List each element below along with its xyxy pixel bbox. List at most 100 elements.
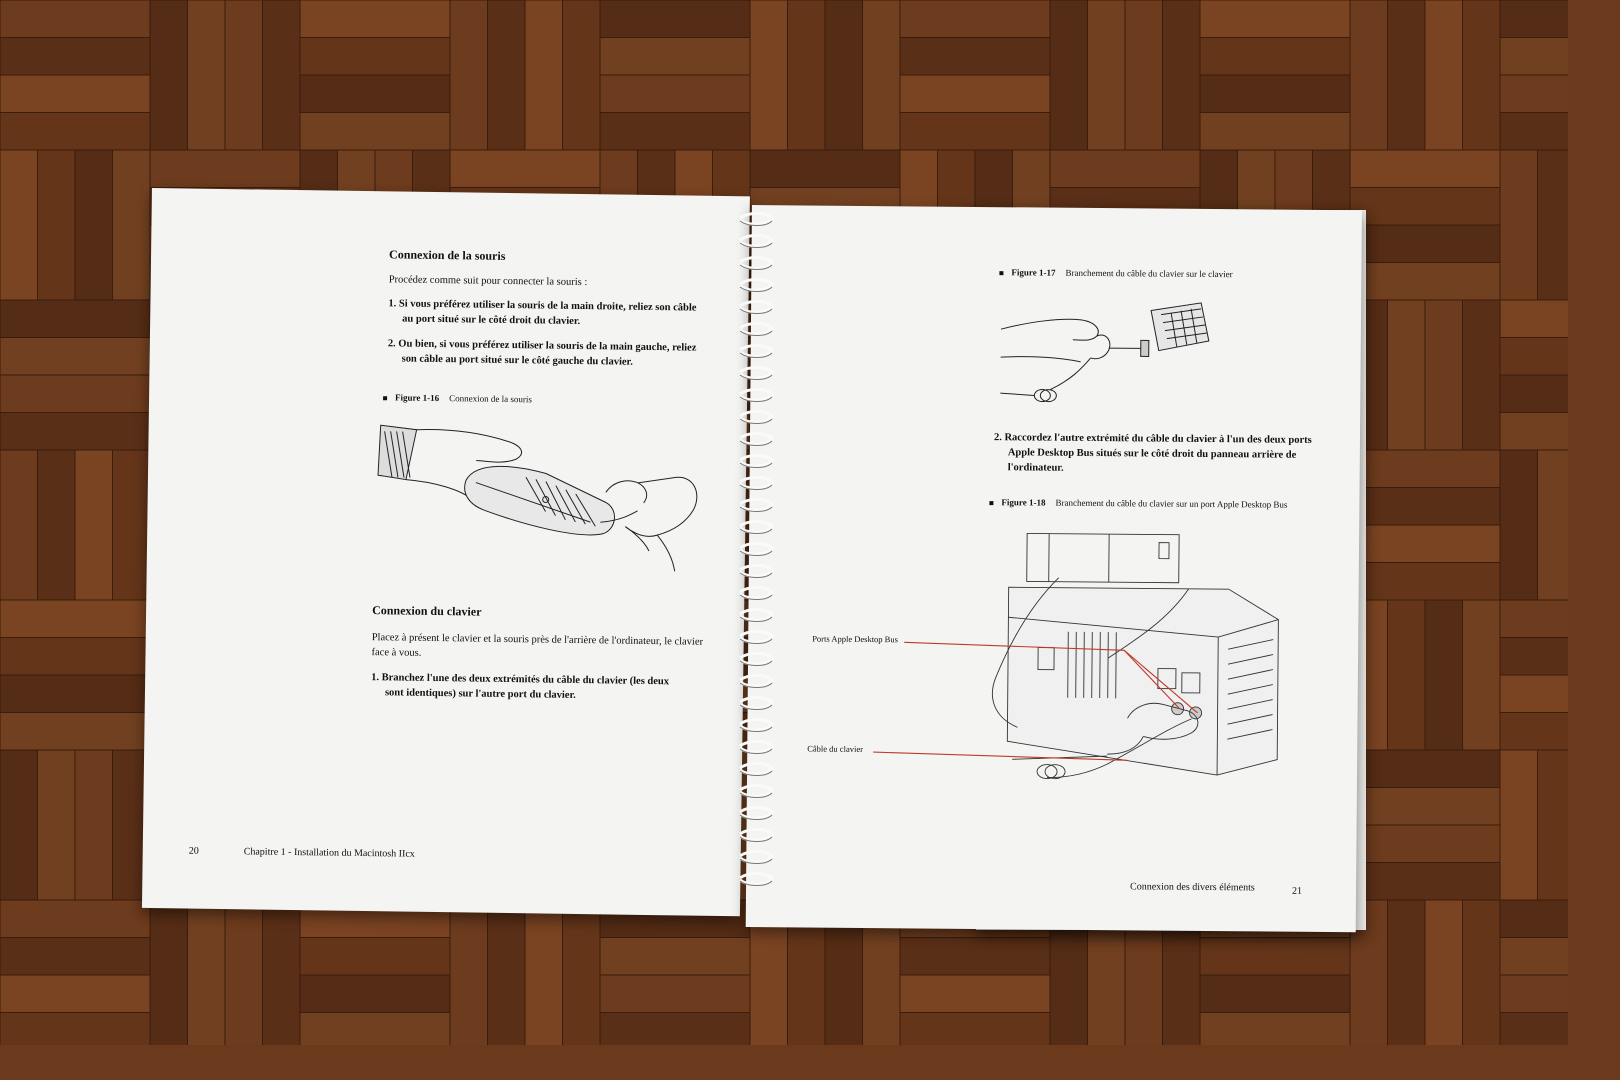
bullet-square-icon — [999, 271, 1004, 276]
floor-board — [899, 1012, 1051, 1045]
mouse-connection-illustration — [377, 424, 698, 572]
floor-board — [149, 899, 188, 1045]
floor-board — [599, 0, 751, 38]
floor-board — [262, 899, 301, 1045]
spiral-coil-shadow — [739, 682, 773, 688]
floor-board — [1499, 37, 1568, 76]
spiral-coil-shadow — [739, 308, 773, 314]
floor-board — [749, 0, 788, 151]
floor-board — [562, 0, 601, 151]
floor-board — [1499, 749, 1538, 901]
spiral-coil — [739, 828, 774, 842]
spiral-coil-shadow — [739, 814, 773, 820]
floor-board — [1199, 974, 1351, 1013]
floor-board — [1349, 487, 1501, 526]
floor-board — [0, 74, 151, 113]
spiral-coil-shadow — [739, 330, 773, 336]
floor-board — [1499, 299, 1568, 338]
floor-board — [1499, 637, 1568, 676]
floor-board — [1199, 1012, 1351, 1045]
floor-board — [1537, 149, 1568, 301]
floor-board — [0, 412, 151, 451]
spiral-coil — [739, 740, 774, 754]
floor-board — [1499, 149, 1538, 301]
spiral-coil — [739, 806, 774, 820]
section-title-keyboard: Connexion du clavier — [372, 603, 482, 619]
floor-board — [1349, 862, 1501, 901]
floor-board — [0, 749, 38, 901]
spiral-coil-shadow — [739, 748, 773, 754]
bullet-square-icon — [383, 396, 388, 401]
floor-board — [1162, 0, 1201, 151]
spiral-coil-shadow — [739, 858, 773, 864]
floor-board — [1387, 899, 1426, 1045]
spiral-coil — [739, 762, 774, 776]
floor-board — [262, 0, 301, 151]
spiral-coil — [739, 696, 774, 710]
spiral-coil — [739, 520, 774, 534]
floor-board — [1462, 299, 1501, 451]
spiral-coil — [739, 388, 774, 402]
floor-board — [1349, 449, 1501, 488]
floor-board — [0, 112, 151, 151]
floor-board — [37, 149, 76, 301]
floor-board — [0, 899, 151, 938]
floor-board — [1499, 1012, 1568, 1045]
spiral-coil — [739, 278, 774, 292]
adb-port-illustration — [873, 532, 1279, 780]
spiral-coil-shadow — [739, 594, 773, 600]
spiral-coil — [739, 718, 774, 732]
floor-board — [224, 0, 263, 151]
floor-board — [0, 37, 151, 76]
floor-board — [1499, 449, 1538, 601]
spiral-coil — [739, 652, 774, 666]
spiral-coil — [739, 300, 774, 314]
spiral-coil-shadow — [739, 528, 773, 534]
spiral-coil — [739, 630, 774, 644]
keyboard-step-1-line-2: sont identiques) sur l'autre port du cla… — [384, 687, 576, 701]
spiral-coil-shadow — [739, 770, 773, 776]
spiral-coil — [739, 542, 774, 556]
spiral-coil — [739, 476, 774, 490]
floor-board — [1499, 412, 1568, 451]
floor-board — [1199, 0, 1351, 38]
floor-board — [599, 1012, 751, 1045]
step-2-line-1: 2. Raccordez l'autre extrémité du câble … — [993, 432, 1312, 446]
floor-board — [1499, 712, 1568, 751]
bullet-square-icon — [989, 501, 994, 506]
floor-board — [1537, 449, 1568, 601]
floor-board — [1499, 0, 1568, 38]
floor-board — [0, 149, 38, 301]
floor-board — [1349, 524, 1501, 563]
spiral-binding — [739, 212, 774, 886]
floor-board — [299, 74, 451, 113]
floor-board — [1424, 299, 1463, 451]
floor-board — [1349, 224, 1501, 263]
spiral-coil-shadow — [739, 880, 773, 886]
mouse-step-2-line-2: son câble au port situé sur le côté gauc… — [401, 353, 633, 368]
floor-board — [1499, 74, 1568, 113]
floor-board — [0, 374, 151, 413]
floor-board — [0, 449, 38, 601]
spiral-coil-shadow — [739, 726, 773, 732]
floor-board — [299, 937, 451, 976]
spiral-coil — [739, 674, 774, 688]
floor-board — [1387, 599, 1426, 751]
floor-board — [1499, 112, 1568, 151]
floor-board — [299, 1012, 451, 1045]
floor-board — [487, 899, 526, 1045]
spiral-coil-shadow — [739, 418, 773, 424]
spiral-coil-shadow — [739, 616, 773, 622]
floor-board — [149, 0, 188, 151]
section-title-mouse: Connexion de la souris — [388, 247, 506, 263]
floor-board — [449, 149, 601, 188]
floor-board — [1199, 37, 1351, 76]
floor-board — [112, 449, 151, 601]
spiral-coil-shadow — [739, 352, 773, 358]
floor-board — [599, 937, 751, 976]
spiral-coil-shadow — [739, 242, 773, 248]
floor-board — [187, 899, 226, 1045]
floor-board — [299, 974, 451, 1013]
floor-board — [899, 0, 1051, 38]
